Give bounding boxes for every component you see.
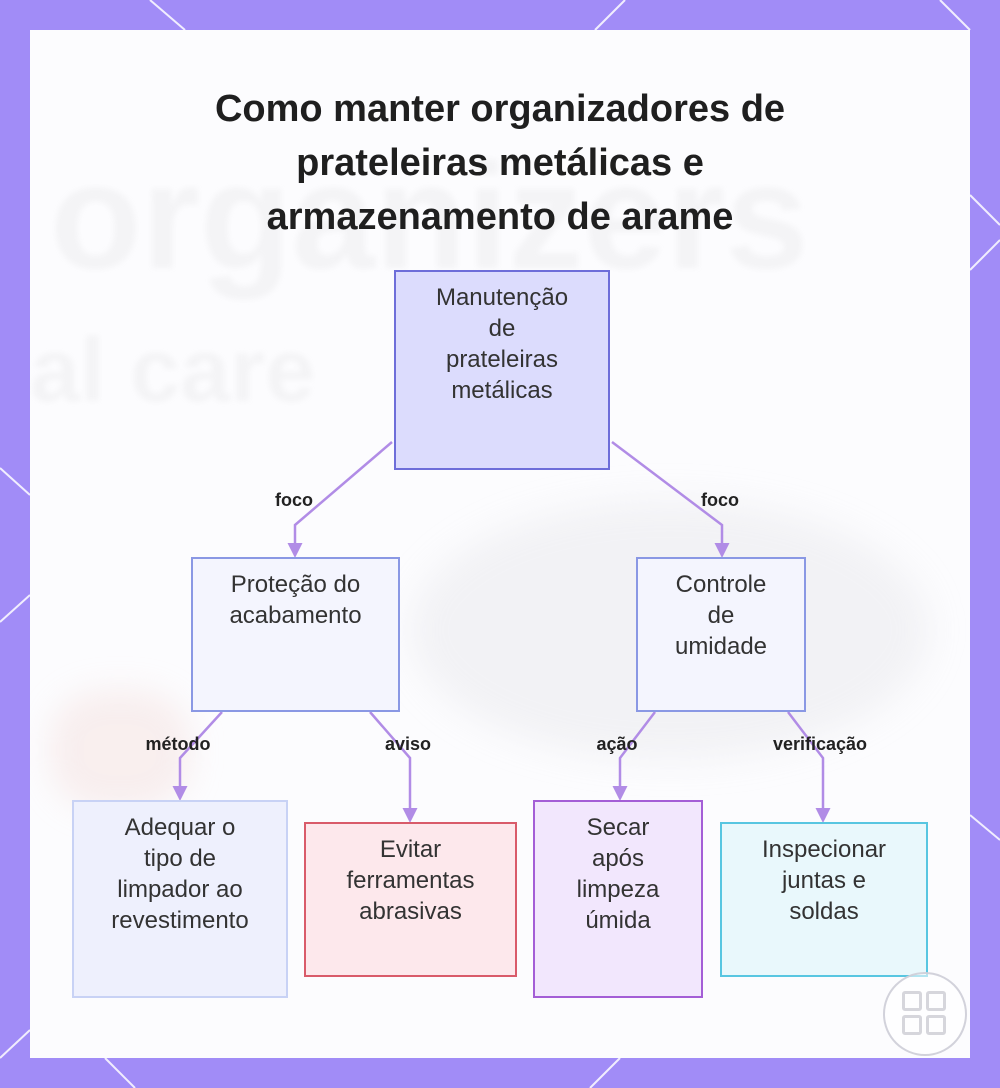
edge-umidade-secar bbox=[620, 712, 655, 798]
grid-squares-logo-icon bbox=[883, 972, 967, 1056]
node-secar-limpeza: Secar após limpeza úmida bbox=[533, 800, 703, 998]
node-root: Manutenção de prateleiras metálicas bbox=[394, 270, 610, 470]
node-inspecionar-juntas: Inspecionar juntas e soldas bbox=[720, 822, 928, 977]
edge-label-foco-left: foco bbox=[275, 490, 313, 511]
edge-protecao-abrasivas bbox=[370, 712, 410, 820]
edge-protecao-limpador bbox=[180, 712, 222, 798]
edge-label-foco-right: foco bbox=[701, 490, 739, 511]
edge-label-acao: ação bbox=[596, 734, 637, 755]
edge-label-metodo: método bbox=[146, 734, 211, 755]
node-controle-umidade: Controle de umidade bbox=[636, 557, 806, 712]
node-protecao-acabamento: Proteção do acabamento bbox=[191, 557, 400, 712]
content-card: organizers al care Como manter organizad… bbox=[30, 30, 970, 1058]
node-adequar-limpador: Adequar o tipo de limpador ao revestimen… bbox=[72, 800, 288, 998]
edge-label-verificacao: verificação bbox=[773, 734, 867, 755]
edge-label-aviso: aviso bbox=[385, 734, 431, 755]
edge-umidade-juntas bbox=[788, 712, 823, 820]
node-evitar-abrasivas: Evitar ferramentas abrasivas bbox=[304, 822, 517, 977]
